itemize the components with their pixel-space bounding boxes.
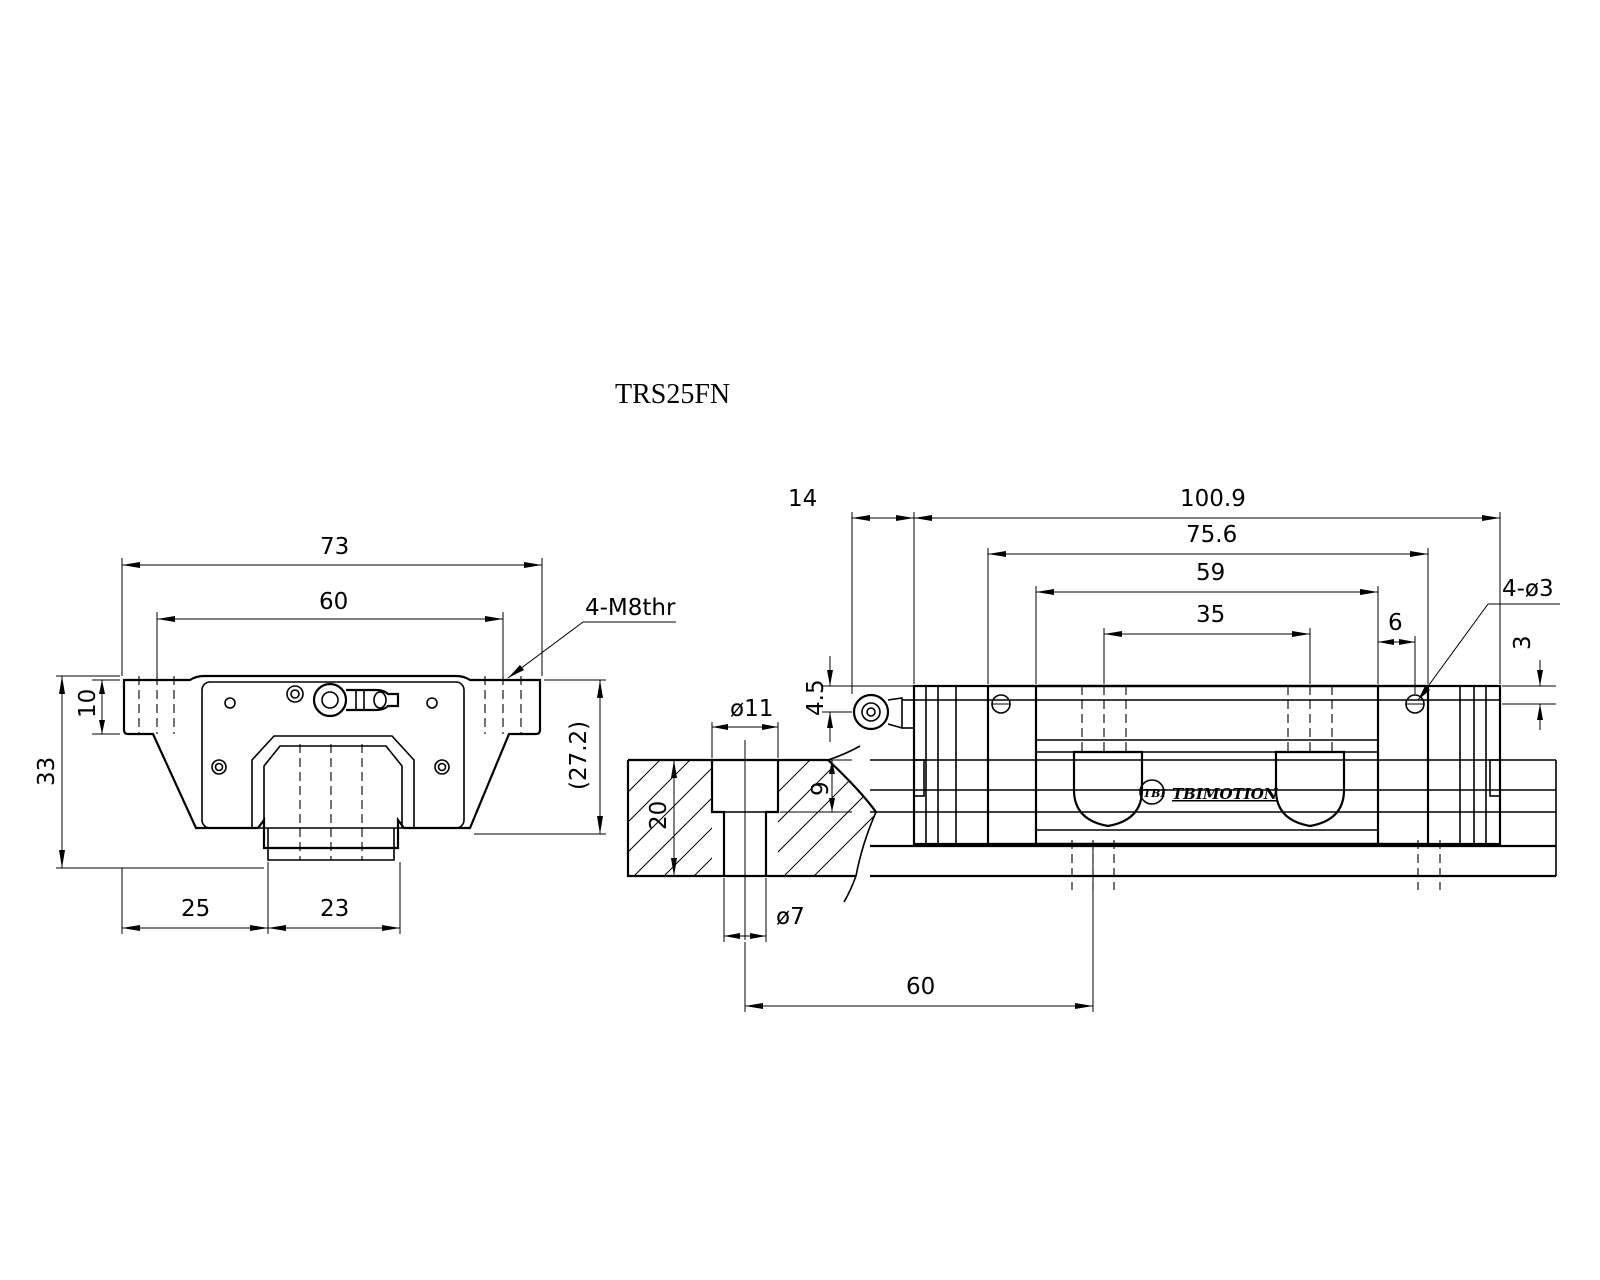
rail-section: ø11 9 20 ø7 <box>626 696 1094 1012</box>
leader-thread: 4-M8thr <box>507 595 676 679</box>
dim-front-hole-spacing: 60 <box>156 589 504 676</box>
dim-label-block-height: (27.2) <box>566 721 592 790</box>
dim-block-height: (27.2) <box>474 679 606 835</box>
dim-nipple-height: 4.5 <box>803 656 914 742</box>
dim-label-nipple-height: 4.5 <box>803 679 829 716</box>
dim-label-counterbore-depth: 9 <box>808 781 834 796</box>
dim-label-hole-offset: 6 <box>1388 610 1403 636</box>
front-face-screws <box>211 685 450 775</box>
dim-counterbore-depth: 9 <box>780 759 852 813</box>
front-block-outline <box>122 674 542 861</box>
dim-label-height: 33 <box>34 757 60 786</box>
front-view: 73 60 4-M8thr 10 <box>34 534 676 934</box>
dim-label-steel-length: 59 <box>1196 560 1225 586</box>
dim-label-body-length: 75.6 <box>1186 522 1237 548</box>
dim-label-overall-length: 100.9 <box>1180 486 1246 512</box>
dim-hole-offset: 6 <box>1378 610 1416 694</box>
dim-steel-length: 59 <box>1035 560 1379 684</box>
dim-label-pitch: 60 <box>906 974 935 1000</box>
dim-bottom-offsets: 25 23 <box>121 862 401 934</box>
dim-flange-thickness: 10 <box>75 679 120 735</box>
side-rail <box>870 759 1557 878</box>
side-view: TBI TBIMOTION 14 100.9 <box>788 486 1560 890</box>
dim-side-lengths: 14 100.9 <box>788 486 1501 694</box>
dim-counterbore: ø11 <box>711 696 779 758</box>
brand-name: TBIMOTION <box>1172 785 1279 803</box>
dim-label-counterbore: ø11 <box>730 696 773 722</box>
dim-mount-spacing: 35 <box>1103 602 1311 684</box>
dim-label-width: 73 <box>320 534 349 560</box>
dim-label-mount-spacing: 35 <box>1196 602 1225 628</box>
dim-label-nipple-length: 14 <box>788 486 817 512</box>
side-block <box>912 684 1502 890</box>
dim-bolt-hole: ø7 <box>723 878 805 942</box>
leader-hole: 4-ø3 <box>1417 576 1560 701</box>
dim-label-hole-spacing: 60 <box>319 589 348 615</box>
front-grease-nipple <box>312 682 400 718</box>
brand-logo: TBI TBIMOTION <box>1139 779 1279 805</box>
brand-mark: TBI <box>1143 787 1166 800</box>
dim-label-bolt-hole: ø7 <box>776 904 805 930</box>
dim-body-length: 75.6 <box>987 522 1429 684</box>
drawing-title: TRS25FN <box>615 379 730 410</box>
hole-callout: 4-ø3 <box>1502 576 1554 602</box>
dim-front-width: 73 <box>121 534 543 676</box>
dim-label-rail-width: 23 <box>320 896 349 922</box>
side-grease-nipple <box>852 693 914 731</box>
dim-label-flange: 10 <box>75 689 101 718</box>
dim-label-hole-depth: 3 <box>1510 635 1536 650</box>
thread-callout: 4-M8thr <box>585 595 676 621</box>
dim-overall-height: 33 <box>34 675 264 869</box>
dim-rail-height: 20 <box>646 760 677 876</box>
dim-label-rail-height: 20 <box>646 801 672 830</box>
dim-hole-depth: 3 <box>1502 635 1556 730</box>
dim-label-side-offset: 25 <box>181 896 210 922</box>
front-hidden-holes <box>138 676 522 860</box>
